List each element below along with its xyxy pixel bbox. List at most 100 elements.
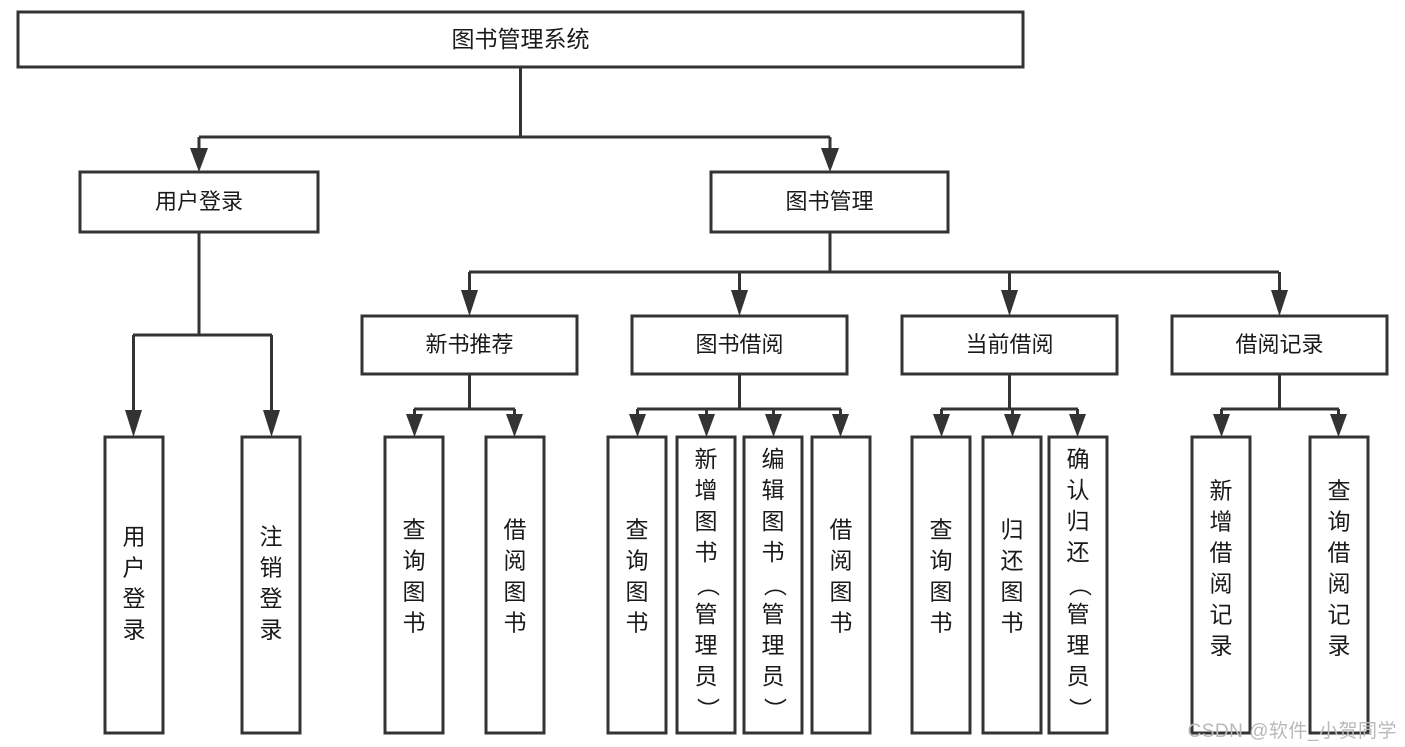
vertical-label-char: 书 bbox=[504, 610, 527, 636]
node-login-box[interactable] bbox=[78, 170, 320, 234]
node-leaf-7-box[interactable] bbox=[742, 435, 804, 735]
node-leaf-8-box[interactable] bbox=[810, 435, 872, 735]
vertical-label-char: 查 bbox=[1328, 478, 1351, 504]
vertical-label-char: 录 bbox=[260, 617, 283, 643]
node-newbook-box[interactable] bbox=[360, 314, 579, 376]
node-newbook[interactable]: 新书推荐 bbox=[360, 314, 579, 376]
arrowhead-current bbox=[1001, 290, 1018, 316]
node-record-label: 借阅记录 bbox=[1235, 332, 1323, 357]
arrowhead-leaf13 bbox=[1330, 414, 1347, 437]
vertical-label-char: 还 bbox=[1067, 539, 1090, 565]
vertical-label-char: 录 bbox=[1328, 633, 1351, 659]
vertical-label-char: 阅 bbox=[830, 548, 853, 574]
node-leaf-9-box[interactable] bbox=[910, 435, 972, 735]
vertical-label-char: 员 bbox=[1067, 663, 1090, 689]
vertical-label-char: 阅 bbox=[1328, 571, 1351, 597]
vertical-label-char: 增 bbox=[695, 477, 718, 503]
arrowhead-leaf7 bbox=[765, 414, 782, 437]
node-root[interactable]: 图书管理系统 bbox=[16, 10, 1025, 69]
node-root-label: 图书管理系统 bbox=[452, 26, 590, 52]
node-layer: 图书管理系统 用户登录 图书管理 新书推荐 图书借阅 当前借阅 bbox=[16, 10, 1389, 735]
vertical-label-char: 管 bbox=[762, 601, 785, 627]
node-leaf-2-box[interactable] bbox=[240, 435, 302, 735]
node-record[interactable]: 借阅记录 bbox=[1170, 314, 1389, 376]
vertical-label-char: 录 bbox=[123, 617, 146, 643]
node-borrow[interactable]: 图书借阅 bbox=[630, 314, 849, 376]
arrowhead-leaf8 bbox=[832, 414, 849, 437]
vertical-label-char: 借 bbox=[1328, 540, 1351, 566]
vertical-label-char: 注 bbox=[260, 524, 283, 550]
node-record-box[interactable] bbox=[1170, 314, 1389, 376]
vertical-label-char: 书 bbox=[695, 539, 718, 565]
vertical-label-char: 图 bbox=[930, 579, 953, 605]
node-login-label: 用户登录 bbox=[155, 189, 243, 214]
node-root-box[interactable] bbox=[16, 10, 1025, 69]
vertical-label-char: 查 bbox=[403, 517, 426, 543]
node-bookmgmt-label: 图书管理 bbox=[785, 189, 873, 214]
vertical-label-char: 询 bbox=[930, 548, 953, 574]
node-leaf-1-box[interactable] bbox=[103, 435, 165, 735]
vertical-label-char: 书 bbox=[626, 610, 649, 636]
vertical-label-char: 借 bbox=[504, 517, 527, 543]
node-current-box[interactable] bbox=[900, 314, 1119, 376]
vertical-label-char: 理 bbox=[1067, 632, 1090, 658]
vertical-label-char: 员 bbox=[695, 663, 718, 689]
arrowhead-leaf4 bbox=[506, 414, 523, 437]
arrowhead-leaf12 bbox=[1213, 414, 1230, 437]
node-leaf-10-box[interactable] bbox=[981, 435, 1043, 735]
vertical-label-char: 用 bbox=[123, 524, 146, 550]
vertical-label-char: 记 bbox=[1328, 602, 1351, 628]
node-borrow-label: 图书借阅 bbox=[695, 332, 783, 357]
vertical-label-char: 新 bbox=[695, 446, 718, 472]
node-bookmgmt-box[interactable] bbox=[709, 170, 950, 234]
node-leaf-5-box[interactable] bbox=[606, 435, 668, 735]
vertical-label-char: 理 bbox=[762, 632, 785, 658]
node-bookmgmt[interactable]: 图书管理 bbox=[709, 170, 950, 234]
node-current[interactable]: 当前借阅 bbox=[900, 314, 1119, 376]
vertical-label-char: ） bbox=[695, 698, 721, 721]
vertical-label-char: 查 bbox=[930, 517, 953, 543]
node-leaf-11-box[interactable] bbox=[1047, 435, 1109, 735]
node-leaf-13-box[interactable] bbox=[1308, 435, 1370, 735]
node-login[interactable]: 用户登录 bbox=[78, 170, 320, 234]
vertical-label-char: 书 bbox=[762, 539, 785, 565]
arrowhead-leaf1 bbox=[125, 410, 142, 437]
vertical-label-char: ） bbox=[762, 698, 788, 721]
node-borrow-box[interactable] bbox=[630, 314, 849, 376]
vertical-label-char: 书 bbox=[930, 610, 953, 636]
arrowhead-leaf6 bbox=[698, 414, 715, 437]
vertical-label-char: 查 bbox=[626, 517, 649, 543]
vertical-label-char: 书 bbox=[403, 610, 426, 636]
vertical-label-char: 管 bbox=[1067, 601, 1090, 627]
vertical-label-char: 归 bbox=[1001, 517, 1024, 543]
node-leaf-1[interactable]: 用户登录 bbox=[103, 435, 165, 735]
vertical-label-char: 确 bbox=[1067, 446, 1090, 472]
node-leaf-12-box[interactable] bbox=[1190, 435, 1252, 735]
arrowhead-login bbox=[190, 148, 208, 172]
node-leaf-4-box[interactable] bbox=[484, 435, 546, 735]
node-leaf-3-box[interactable] bbox=[383, 435, 445, 735]
node-leaf-6-box[interactable] bbox=[675, 435, 737, 735]
vertical-label-char: （ bbox=[1067, 574, 1093, 597]
arrowhead-leaf3 bbox=[406, 414, 423, 437]
